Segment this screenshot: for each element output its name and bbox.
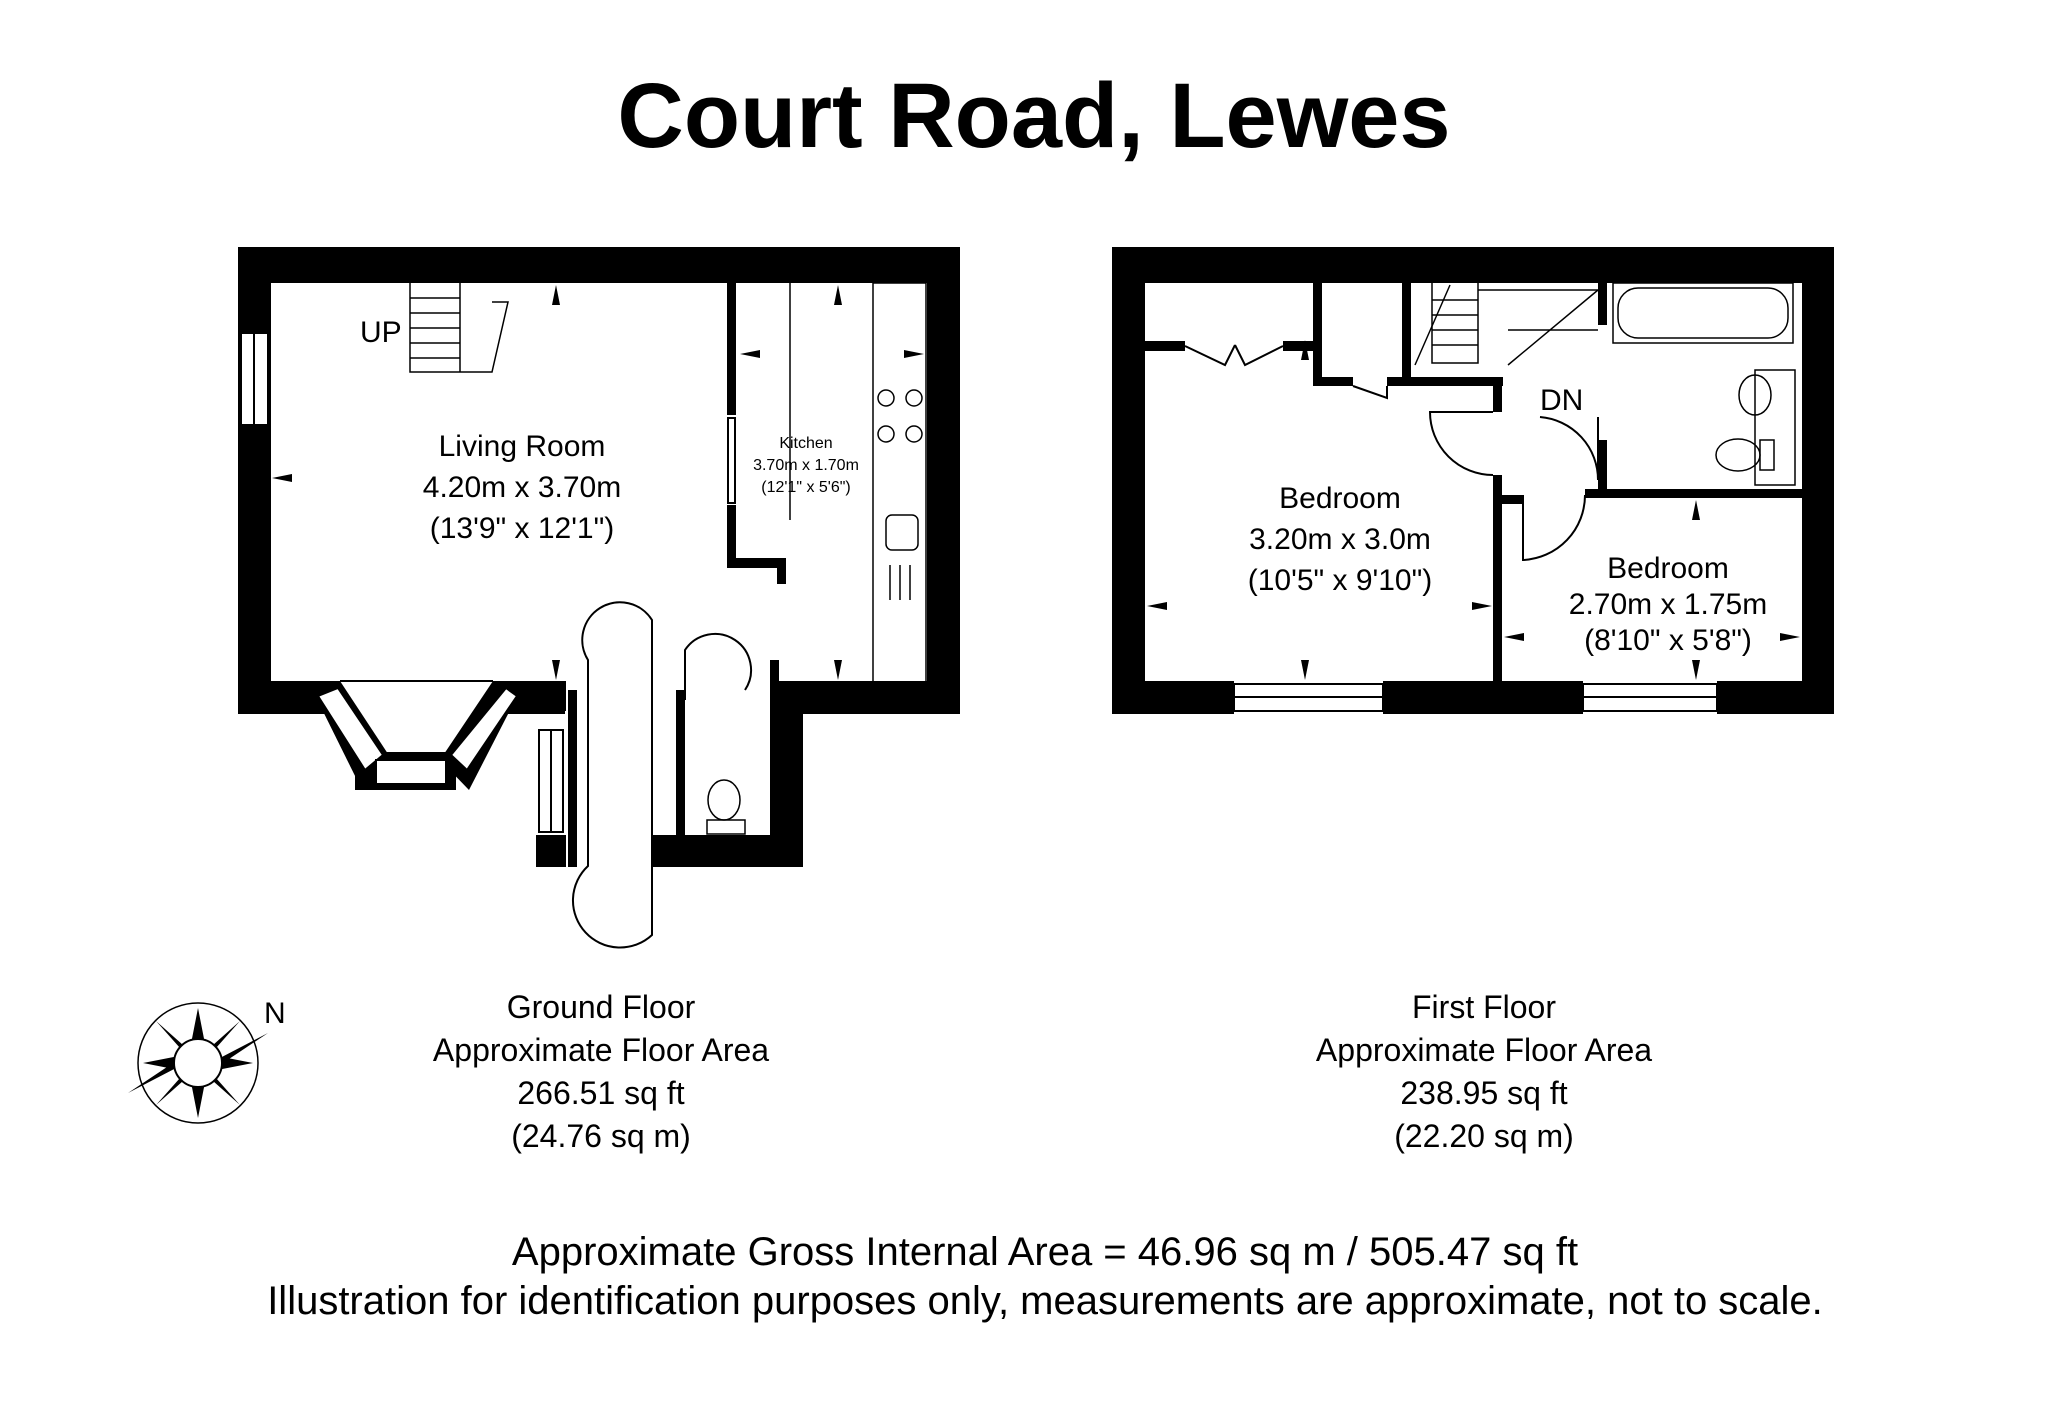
first-stairs-label: DN <box>1540 384 1583 417</box>
svg-text:266.51 sq ft: 266.51 sq ft <box>517 1075 684 1111</box>
svg-text:DN: DN <box>1540 384 1583 417</box>
svg-text:Ground Floor: Ground Floor <box>507 989 696 1025</box>
svg-text:Bedroom: Bedroom <box>1607 552 1729 585</box>
svg-text:First Floor: First Floor <box>1412 989 1556 1025</box>
kitchen-label: Kitchen 3.70m x 1.70m (12'1" x 5'6") <box>753 435 859 496</box>
svg-text:2.70m x 1.75m: 2.70m x 1.75m <box>1569 588 1767 621</box>
svg-text:3.20m x 3.0m: 3.20m x 3.0m <box>1249 523 1431 556</box>
svg-text:(12'1" x 5'6"): (12'1" x 5'6") <box>761 479 851 496</box>
ground-floor-plan <box>238 247 960 949</box>
gross-area-text: Approximate Gross Internal Area = 46.96 … <box>512 1230 1578 1274</box>
ground-floor-caption: Ground Floor Approximate Floor Area 266.… <box>433 989 769 1154</box>
svg-text:(10'5" x 9'10"): (10'5" x 9'10") <box>1248 564 1433 597</box>
ground-stairs-label: UP <box>360 316 402 349</box>
svg-text:(24.76 sq m): (24.76 sq m) <box>511 1118 691 1154</box>
svg-text:UP: UP <box>360 316 402 349</box>
compass-rose-icon <box>128 1002 268 1124</box>
svg-text:Approximate Floor Area: Approximate Floor Area <box>1316 1032 1652 1068</box>
first-floor-plan <box>1112 247 1834 714</box>
compass-north-label: N <box>264 997 286 1030</box>
svg-text:238.95 sq ft: 238.95 sq ft <box>1400 1075 1567 1111</box>
svg-text:Kitchen: Kitchen <box>779 435 832 452</box>
svg-text:Bedroom: Bedroom <box>1279 482 1401 515</box>
svg-text:Living Room: Living Room <box>439 430 606 463</box>
svg-text:4.20m x 3.70m: 4.20m x 3.70m <box>423 471 621 504</box>
first-floor-caption: First Floor Approximate Floor Area 238.9… <box>1316 989 1652 1154</box>
svg-text:(8'10" x 5'8"): (8'10" x 5'8") <box>1584 624 1752 657</box>
svg-text:(13'9" x 12'1"): (13'9" x 12'1") <box>430 512 615 545</box>
svg-text:3.70m x 1.70m: 3.70m x 1.70m <box>753 457 859 474</box>
svg-text:(22.20 sq m): (22.20 sq m) <box>1394 1118 1574 1154</box>
bedroom-2-label: Bedroom 2.70m x 1.75m (8'10" x 5'8") <box>1569 552 1767 657</box>
disclaimer-text: Illustration for identification purposes… <box>267 1279 1823 1323</box>
bedroom-1-label: Bedroom 3.20m x 3.0m (10'5" x 9'10") <box>1248 482 1433 597</box>
svg-text:Approximate Floor Area: Approximate Floor Area <box>433 1032 769 1068</box>
living-room-label: Living Room 4.20m x 3.70m (13'9" x 12'1"… <box>423 430 621 545</box>
page-title: Court Road, Lewes <box>617 65 1450 167</box>
stairs-icon <box>1414 283 1599 366</box>
stairs-icon <box>409 283 509 373</box>
